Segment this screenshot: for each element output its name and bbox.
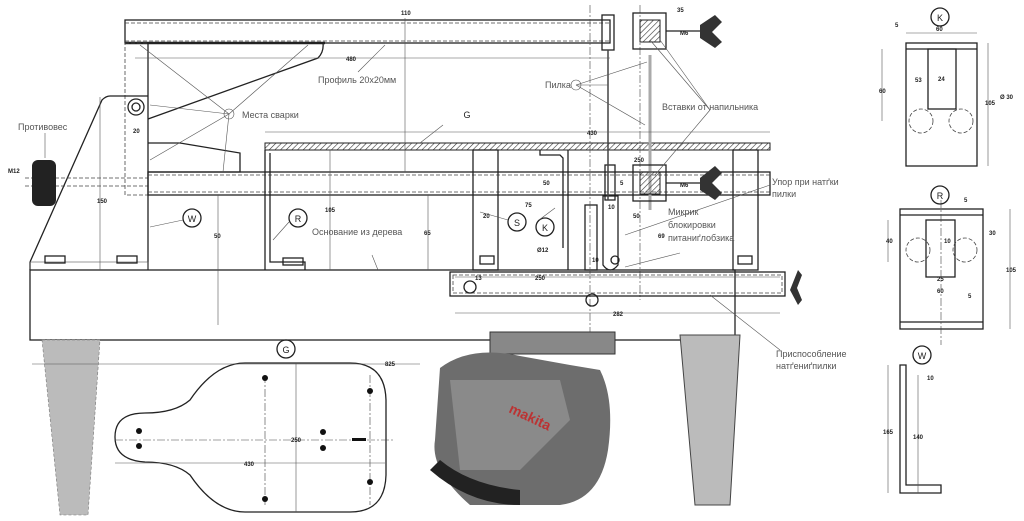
label-microswitch: Микрик: [668, 207, 698, 217]
label-tension-device-2: натґениґпилки: [776, 361, 836, 371]
dim-250: 250: [634, 158, 645, 164]
dim-r-40: 40: [886, 239, 893, 245]
dim-5: 5: [620, 181, 624, 187]
dim-150: 150: [97, 199, 108, 205]
legs: [41, 334, 741, 516]
dim-35: 35: [677, 8, 684, 14]
callout-g-plate: G: [282, 345, 289, 355]
label-weld-spots: Места сварки: [242, 110, 299, 120]
label-microswitch-2: блокировки: [668, 220, 716, 230]
detail-k: [905, 42, 978, 167]
dim-75: 75: [525, 203, 532, 209]
jigsaw-image: makita: [430, 331, 616, 505]
dim-r-30: 30: [989, 231, 996, 237]
dim-r-60: 60: [937, 289, 944, 295]
dim-k-60w: 60: [936, 27, 943, 33]
dim-r-25: 25: [937, 277, 944, 283]
detail-r: [899, 200, 984, 345]
bottom-clamp: [632, 164, 722, 202]
dim-65: 65: [424, 231, 431, 237]
detail-w: [899, 364, 942, 494]
dim-k-24: 24: [938, 77, 945, 83]
label-tension-device: Приспособление: [776, 349, 847, 359]
label-file-inserts: Вставки от напильника: [662, 102, 758, 112]
dim-w-140: 140: [913, 435, 924, 441]
top-clamp: [632, 12, 722, 50]
callout-r-detail: R: [937, 191, 944, 201]
dim-20-post: 20: [483, 214, 490, 220]
label-tension-stop-2: пилки: [772, 189, 796, 199]
dim-10-b: 10: [592, 258, 599, 264]
dim-50: 50: [214, 234, 221, 240]
leader-lines: [44, 18, 1011, 493]
dim-69: 69: [658, 234, 665, 240]
dim-r-5b: 5: [968, 294, 972, 300]
plate-g-top-view: [32, 362, 420, 513]
dim-r-10: 10: [944, 239, 951, 245]
dim-105: 105: [325, 208, 336, 214]
dim-50-stop: 50: [633, 214, 640, 220]
label-blade: Пилка: [545, 80, 571, 90]
dim-k-d30: Ø 30: [1000, 95, 1014, 101]
dim-10: 10: [608, 205, 615, 211]
dim-r-105: 105: [1006, 268, 1017, 274]
dim-k-53: 53: [915, 78, 922, 84]
table-plate-g: [264, 142, 771, 271]
left-post: [124, 42, 149, 270]
dim-d12: Ø12: [537, 248, 549, 254]
callout-r: R: [295, 214, 302, 224]
dim-plate-250: 250: [291, 438, 302, 444]
callout-w-detail: W: [918, 351, 927, 361]
dim-13: 13: [475, 276, 482, 282]
dim-w-165: 165: [883, 430, 894, 436]
label-wood-base: Основание из дерева: [312, 227, 402, 237]
dim-w-10: 10: [927, 376, 934, 382]
dim-m6-bottom: M6: [680, 183, 689, 189]
label-counterweight: Противовес: [18, 122, 68, 132]
label-microswitch-3: питаниґлобзика: [668, 233, 734, 243]
callout-g: G: [463, 110, 470, 120]
callout-k-detail: K: [937, 13, 943, 23]
dim-plate-430: 430: [244, 462, 255, 468]
callout-s: S: [514, 218, 520, 228]
dim-110: 110: [401, 11, 411, 17]
dim-k-5: 5: [895, 23, 899, 29]
dim-20: 20: [133, 129, 140, 135]
label-tension-stop: Упор при натґки: [772, 177, 839, 187]
dim-k-60h: 60: [879, 89, 886, 95]
counterweight: [25, 160, 148, 206]
dim-430: 430: [587, 131, 598, 137]
dim-k-105: 105: [985, 101, 996, 107]
dim-282: 282: [613, 312, 624, 318]
tension-device: [449, 270, 802, 307]
callout-k: K: [542, 223, 548, 233]
dim-m12: M12: [8, 169, 20, 175]
top-beam: [124, 19, 611, 45]
dim-250-device: 250: [535, 276, 546, 282]
label-profile: Профиль 20x20мм: [318, 75, 396, 85]
callout-w: W: [188, 214, 197, 224]
dim-r-5a: 5: [964, 198, 968, 204]
wood-base: [29, 269, 736, 341]
dim-825: 825: [385, 362, 396, 368]
dim-480: 480: [346, 57, 357, 63]
dim-50-s: 50: [543, 181, 550, 187]
dim-m6-top: M6: [680, 31, 689, 37]
